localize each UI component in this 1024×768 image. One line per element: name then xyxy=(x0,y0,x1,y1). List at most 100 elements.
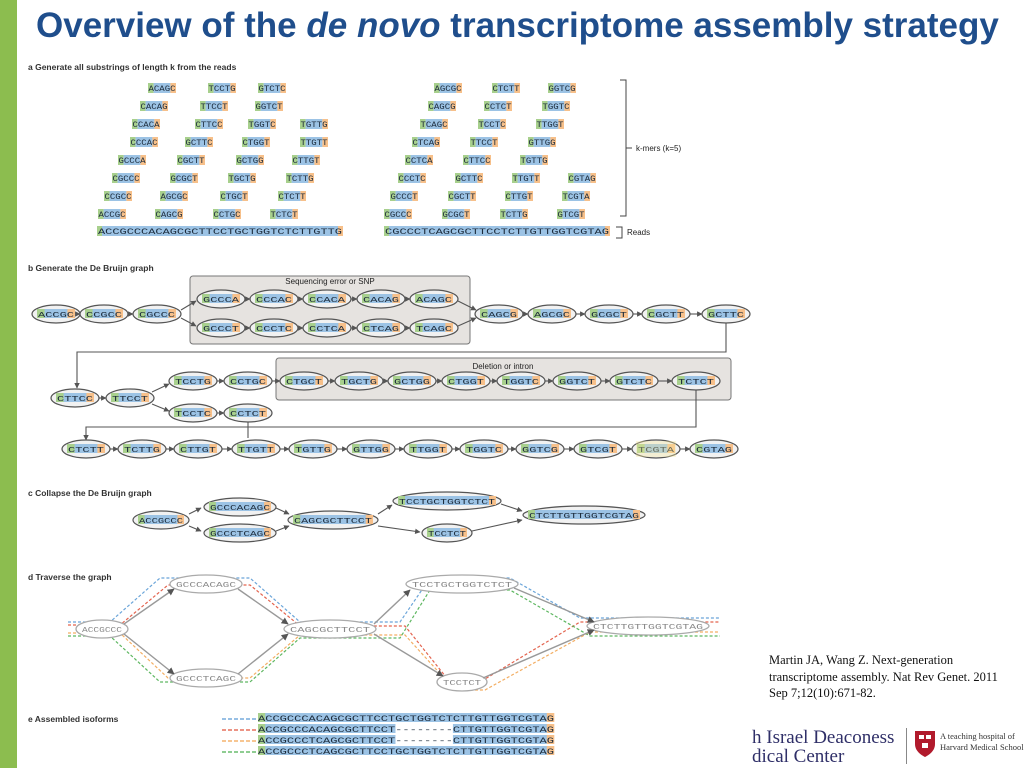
traverse-node: GCCCACAGC xyxy=(169,574,243,594)
graph-node: GTCTC xyxy=(609,371,659,391)
node-band xyxy=(202,323,240,332)
node-band xyxy=(480,309,518,318)
kmer-right: GTTGG xyxy=(528,137,556,148)
node-band-first xyxy=(308,294,316,303)
kmer-band xyxy=(314,155,320,165)
graph-node: CCTCA xyxy=(302,318,352,338)
isoform-band xyxy=(460,713,468,722)
isoform-band xyxy=(301,735,309,744)
isoform-band xyxy=(322,724,331,733)
isoform-band xyxy=(496,746,504,755)
kmer-band xyxy=(300,119,306,129)
kmer-band xyxy=(547,101,565,111)
node-band-last xyxy=(620,309,628,318)
kmer-text: CCACA xyxy=(133,121,160,130)
isoform-band xyxy=(286,735,295,744)
isoform-band xyxy=(330,735,338,744)
kmer-text: GTCGT xyxy=(558,211,585,220)
graph-node: GGTCT xyxy=(552,371,602,391)
kmer-band xyxy=(485,155,491,165)
node-band-last xyxy=(510,309,518,318)
node-band-first xyxy=(67,444,75,453)
kmer-band xyxy=(297,155,315,165)
graph-node: CGTAG xyxy=(689,439,739,459)
kmer-band xyxy=(453,191,471,201)
node-band xyxy=(409,444,447,453)
kmer-band xyxy=(517,173,535,183)
isoform-path-3 xyxy=(68,631,720,691)
isoform-band xyxy=(445,746,454,755)
node-band-first xyxy=(415,323,423,332)
kmer-text: CTCTT xyxy=(279,193,306,202)
kmer-text: AGCGC xyxy=(435,85,462,94)
kmer-right: TCAGC xyxy=(420,119,448,130)
node-text: TGGTC xyxy=(466,447,503,455)
node-band-first xyxy=(558,376,566,385)
graph-node: ACCGC xyxy=(31,304,81,324)
kmer-band xyxy=(280,83,286,93)
kmer-band xyxy=(263,83,281,93)
isoform-band xyxy=(315,746,324,755)
kmer-band xyxy=(220,191,226,201)
node-band-last xyxy=(439,444,447,453)
kmer-text: CCCAC xyxy=(131,139,158,148)
kmer-left: CTCTT xyxy=(278,191,306,202)
node-band xyxy=(255,294,293,303)
edge-arrow xyxy=(457,300,477,311)
edge-arrow xyxy=(457,317,477,327)
node-band xyxy=(647,309,685,318)
kmer-text: GTTGG xyxy=(529,139,556,148)
collapsed-node: ACCGCCC xyxy=(132,510,190,530)
read-left: ACCGCCCACAGCGCTTCCTGCTGGTCTCTTGTTG xyxy=(97,226,343,237)
isoform-band xyxy=(460,724,468,733)
node-band-last xyxy=(588,376,596,385)
kmer-text: CTTCC xyxy=(196,121,223,130)
isoform-band xyxy=(322,735,331,744)
isoform-band xyxy=(481,746,490,755)
traverse-node: CAGCGCTTCCT xyxy=(283,619,377,639)
edge-arrow xyxy=(151,403,170,412)
node-band-last xyxy=(423,376,431,385)
isoform-band xyxy=(496,735,504,744)
edge-arrow xyxy=(275,525,290,532)
node-text: TCCTGCTGGTCTCT xyxy=(412,582,513,590)
kmer-text: TTGTT xyxy=(301,139,328,148)
isoform-band xyxy=(387,724,396,733)
node-band xyxy=(415,294,453,303)
isoform-band xyxy=(496,724,504,733)
isoform-band xyxy=(481,724,490,733)
graph-node: AGCGC xyxy=(527,304,577,324)
logo-line-2: dical Center xyxy=(752,746,845,767)
kmer-band xyxy=(492,83,498,93)
isoform-band xyxy=(546,746,555,755)
isoform-band xyxy=(481,713,490,722)
node-band-first xyxy=(528,510,535,519)
kmer-band xyxy=(557,209,563,219)
kmer-text: TTCCT xyxy=(471,139,498,148)
kmer-text: CACAG xyxy=(141,103,168,112)
node-text: CCGCC xyxy=(86,312,123,320)
kmer-left: CCGCC xyxy=(104,191,132,202)
isoform-band xyxy=(503,724,511,733)
collapsed-node: GCCCACAGC xyxy=(203,497,277,517)
isoform-path-2 xyxy=(68,584,720,683)
kmer-band xyxy=(208,83,214,93)
kmer-band xyxy=(117,173,135,183)
isoform-band xyxy=(265,746,273,755)
node-band-last xyxy=(725,444,733,453)
kmer-right: TGTTG xyxy=(520,155,548,166)
node-band-first xyxy=(209,528,216,537)
kmer-band xyxy=(277,101,283,111)
isoform-band xyxy=(489,746,497,755)
node-text: ACAGC xyxy=(416,297,453,305)
kmer-band xyxy=(286,173,292,183)
kmer-band xyxy=(305,137,323,147)
kmer-band xyxy=(425,119,443,129)
kmer-band xyxy=(470,191,476,201)
node-band xyxy=(465,444,503,453)
graph-node: CCACA xyxy=(302,289,352,309)
kmer-band xyxy=(247,137,265,147)
kmer-band xyxy=(308,173,314,183)
isoform-band xyxy=(366,724,374,733)
isoform-sequence: ACCGCCCACAGCGCTTCCTGCTGGTCTCTTGTTGGTCGTA… xyxy=(258,713,554,724)
